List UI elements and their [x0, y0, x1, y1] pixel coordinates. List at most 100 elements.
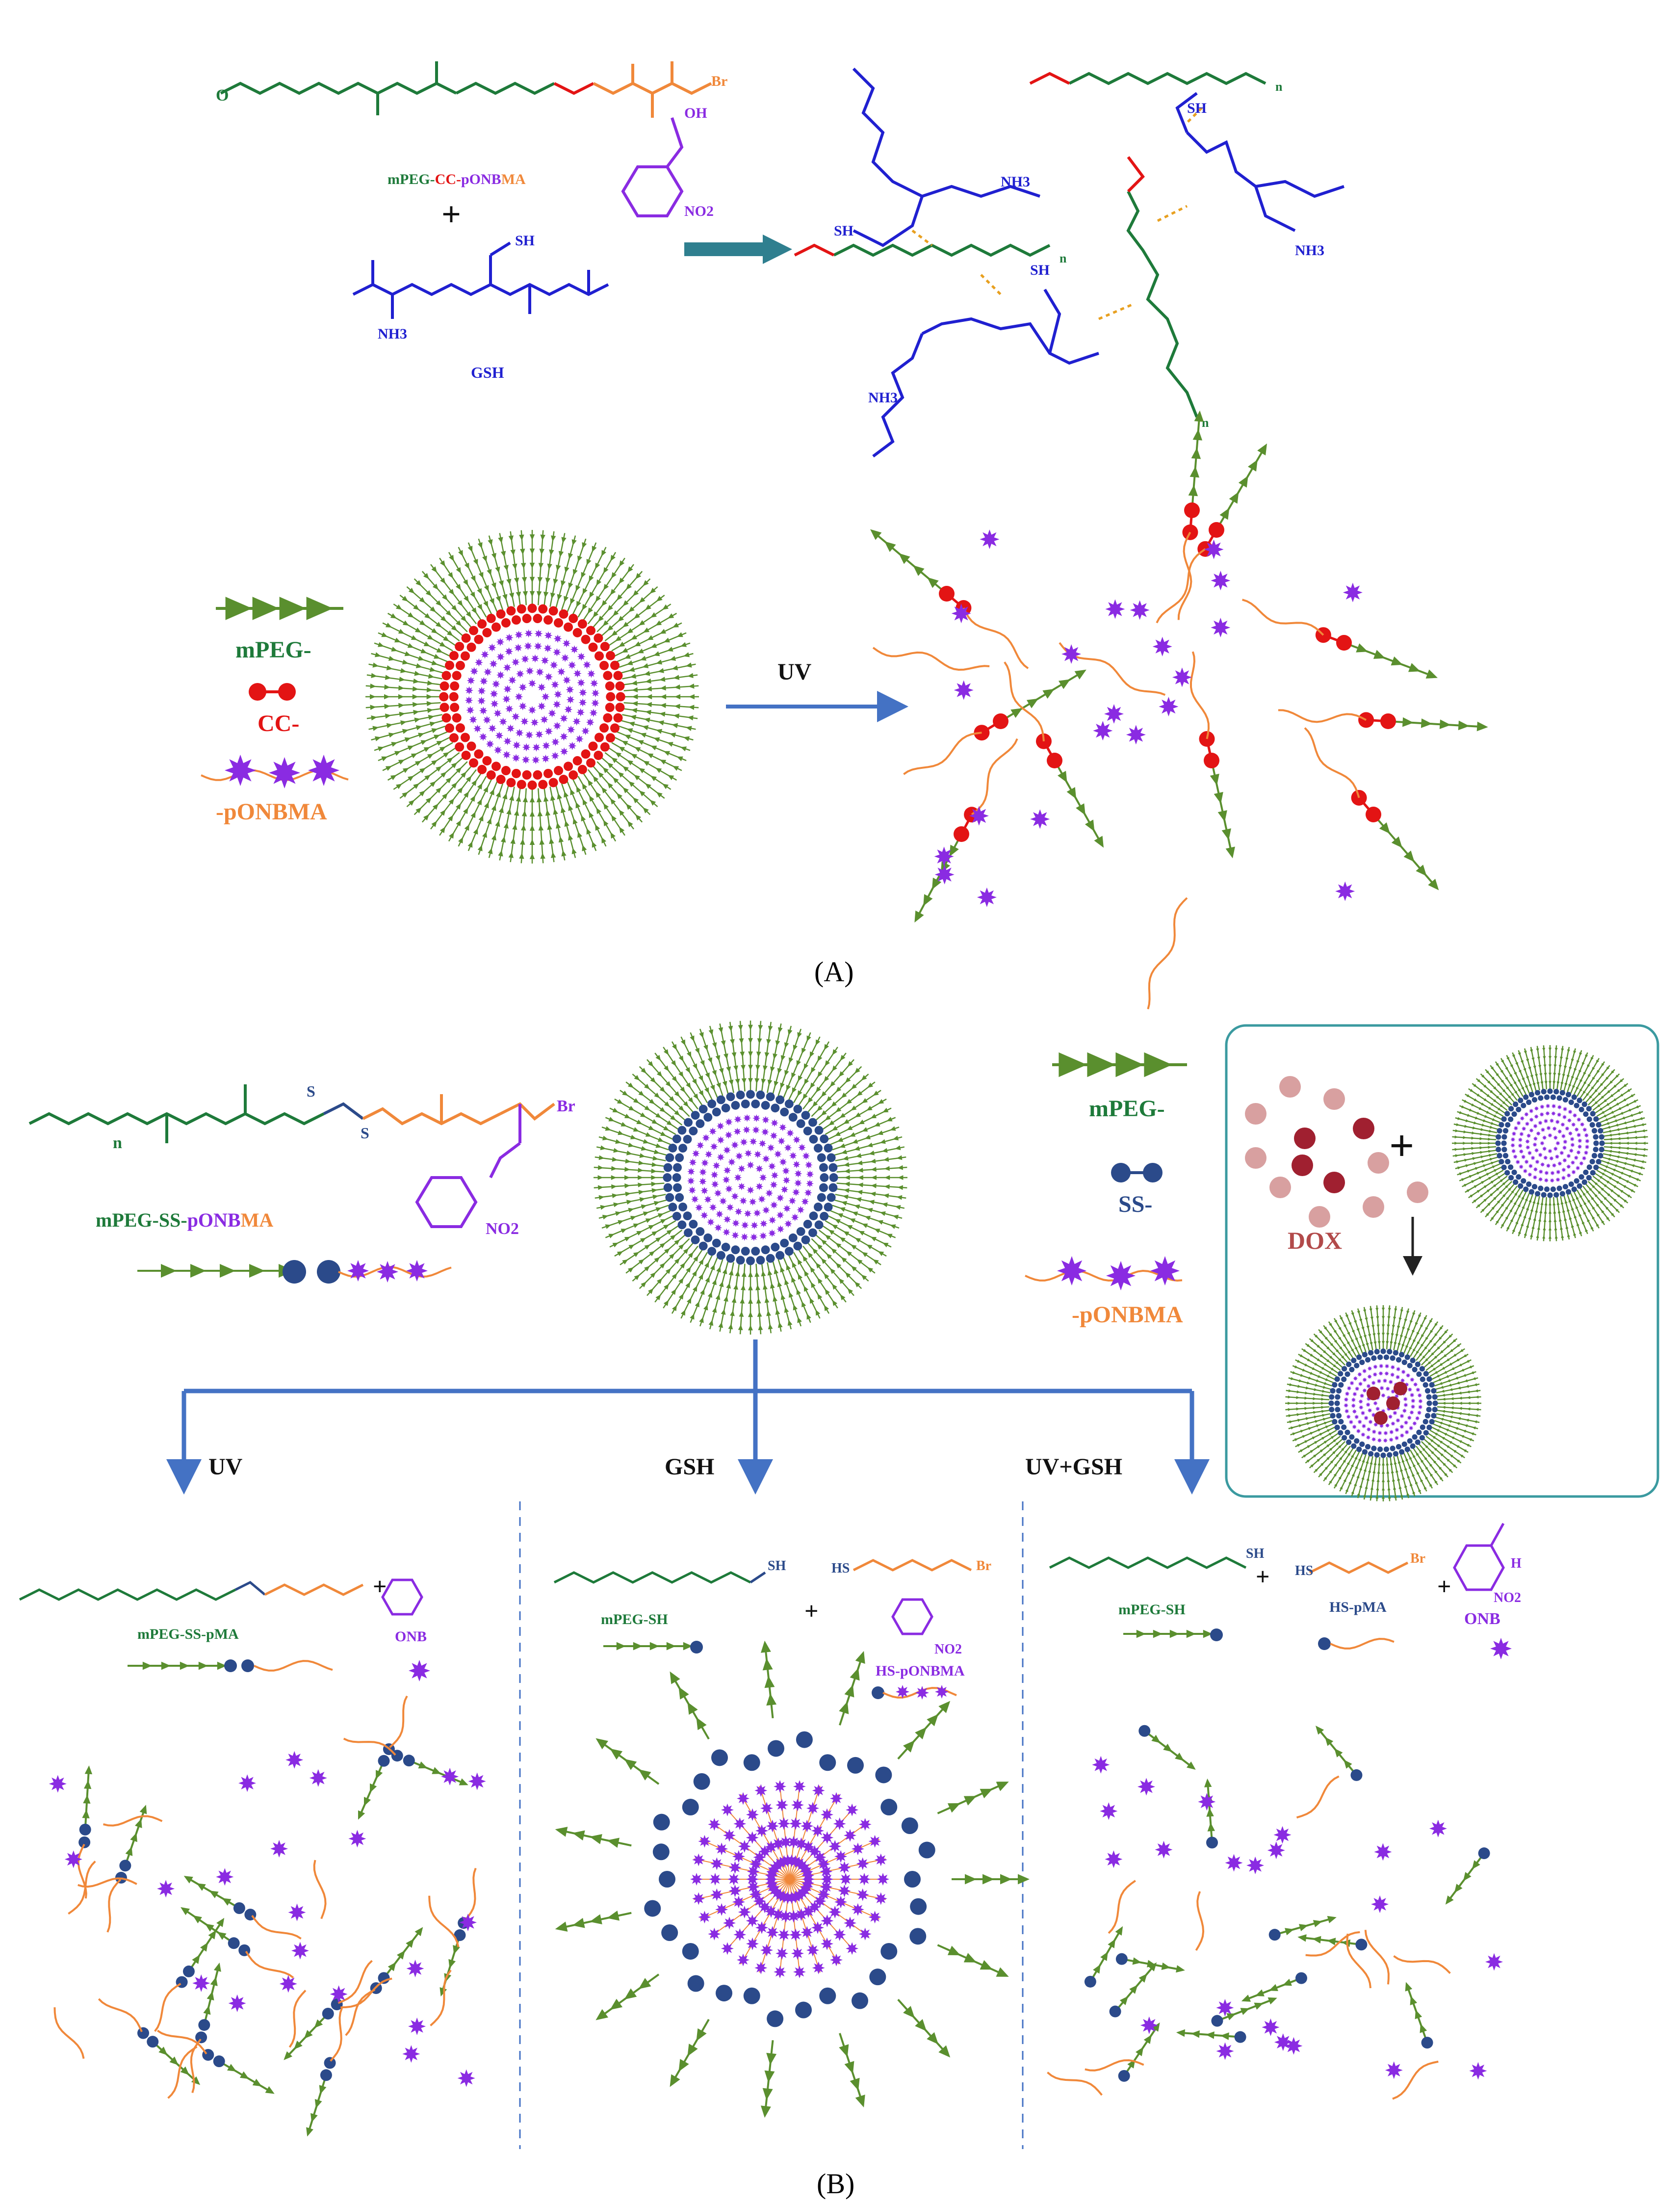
complex-nh3-label-1: NH3 — [1001, 174, 1030, 190]
peg-triangle — [840, 1054, 846, 1061]
onb-star — [1577, 1138, 1582, 1143]
peg-triangle — [169, 2056, 179, 2065]
peg-triangle — [1381, 1341, 1385, 1345]
peg-triangle — [643, 761, 650, 766]
peg-triangle — [402, 620, 409, 626]
peg-triangle — [662, 784, 669, 789]
onb-star — [1383, 1438, 1388, 1443]
peg-triangle — [1452, 1371, 1457, 1375]
peg-triangle — [639, 1197, 646, 1202]
peg-triangle — [1543, 1056, 1546, 1060]
peg-triangle — [495, 820, 500, 827]
peg-triangle — [529, 549, 535, 554]
peg-triangle — [1577, 1222, 1579, 1227]
peg-triangle — [1189, 466, 1200, 478]
linker-bead — [1505, 1122, 1511, 1128]
onb-star — [1373, 1401, 1378, 1406]
peg-triangle — [192, 1954, 200, 1964]
onb-star — [1399, 1414, 1404, 1418]
peg-triangle — [1531, 1057, 1535, 1061]
peg-triangle — [1608, 1133, 1612, 1137]
peg-triangle — [1454, 1884, 1463, 1893]
peg-triangle — [1294, 1438, 1298, 1442]
onb-star — [1412, 1421, 1417, 1426]
uvgsh-product-hs: HS — [1295, 1563, 1313, 1578]
onb-star — [1104, 704, 1124, 724]
peg-triangle — [1403, 850, 1415, 862]
onb-star — [1379, 1386, 1385, 1391]
peg-triangle — [655, 1237, 662, 1242]
peg-triangle — [1358, 1457, 1361, 1462]
peg-triangle — [1305, 1417, 1310, 1420]
peg-triangle — [1310, 1353, 1314, 1357]
peg-triangle — [1387, 1316, 1391, 1320]
product-uvgsh-name3: ONB — [1464, 1610, 1500, 1628]
peg-triangle — [1313, 1454, 1317, 1458]
pma-chain — [1025, 1269, 1183, 1282]
peg-triangle — [1447, 1424, 1450, 1428]
onb-star — [776, 1211, 784, 1219]
peg-triangle — [1591, 1226, 1594, 1230]
polymer-name-ss: mPEG-SS-pONBMA — [96, 1209, 273, 1231]
linker-bead — [756, 1090, 765, 1100]
peg-triangle — [1585, 1054, 1588, 1058]
dox-molecule — [1407, 1181, 1428, 1203]
onb-star — [740, 1138, 748, 1146]
linker-bead — [1422, 1418, 1428, 1425]
onb-star — [1357, 1372, 1362, 1377]
peg-triangle — [436, 740, 443, 746]
peg-triangle — [1483, 1185, 1488, 1188]
linker-bead — [751, 1247, 760, 1256]
linker-bead — [538, 780, 548, 789]
peg-triangle — [1641, 1154, 1645, 1157]
peg-triangle — [1119, 1996, 1129, 2005]
linker-bead — [439, 703, 449, 712]
peg-triangle — [265, 2086, 275, 2094]
onb-star — [1211, 571, 1231, 591]
linker-bead — [703, 1233, 713, 1242]
peg-triangle — [680, 1039, 686, 1046]
onb-star — [586, 718, 594, 727]
peg-triangle — [1313, 1349, 1317, 1353]
onb-star — [1155, 1840, 1173, 1859]
peg-triangle — [768, 1323, 773, 1330]
linker-bead — [1518, 1098, 1524, 1103]
onb-star — [1130, 600, 1150, 620]
peg-triangle — [858, 1119, 865, 1125]
peg-triangle — [1305, 1412, 1309, 1415]
peg-triangle — [1412, 1348, 1416, 1353]
peg-triangle — [440, 810, 446, 816]
peg-triangle — [825, 1234, 831, 1240]
peg-triangle — [601, 550, 606, 556]
pma-chain — [68, 1861, 96, 1915]
onb-star — [560, 714, 568, 723]
peg-triangle — [370, 683, 376, 689]
peg-triangle — [655, 1294, 661, 1301]
onb-star — [770, 1201, 778, 1209]
linker-bead — [1499, 1158, 1504, 1165]
peg-triangle — [628, 606, 635, 612]
onb-star — [570, 645, 579, 654]
peg-triangle — [1511, 1189, 1515, 1194]
linker-bead — [1344, 1429, 1350, 1435]
peg-triangle — [1458, 1396, 1462, 1400]
peg-triangle — [1627, 1175, 1631, 1178]
peg-triangle — [821, 1091, 827, 1097]
peg-triangle — [1225, 846, 1235, 859]
onb-star — [746, 1808, 759, 1821]
peg-triangle — [1422, 1355, 1425, 1360]
linker-bead — [1581, 1102, 1587, 1107]
pma-chain — [251, 1915, 302, 1940]
peg-triangle — [815, 1310, 821, 1316]
linker-bead — [1559, 1090, 1565, 1096]
peg-triangle — [874, 1122, 880, 1127]
onb-star — [499, 717, 508, 726]
peg-triangle — [867, 1082, 874, 1088]
linker-bead — [600, 742, 610, 752]
linker-bead — [677, 1126, 687, 1135]
onb-star — [590, 679, 598, 688]
linker-bead — [506, 778, 516, 788]
chem-no2-label: NO2 — [684, 203, 714, 219]
peg-triangle — [1468, 1365, 1472, 1368]
peg-triangle — [1307, 1445, 1311, 1448]
